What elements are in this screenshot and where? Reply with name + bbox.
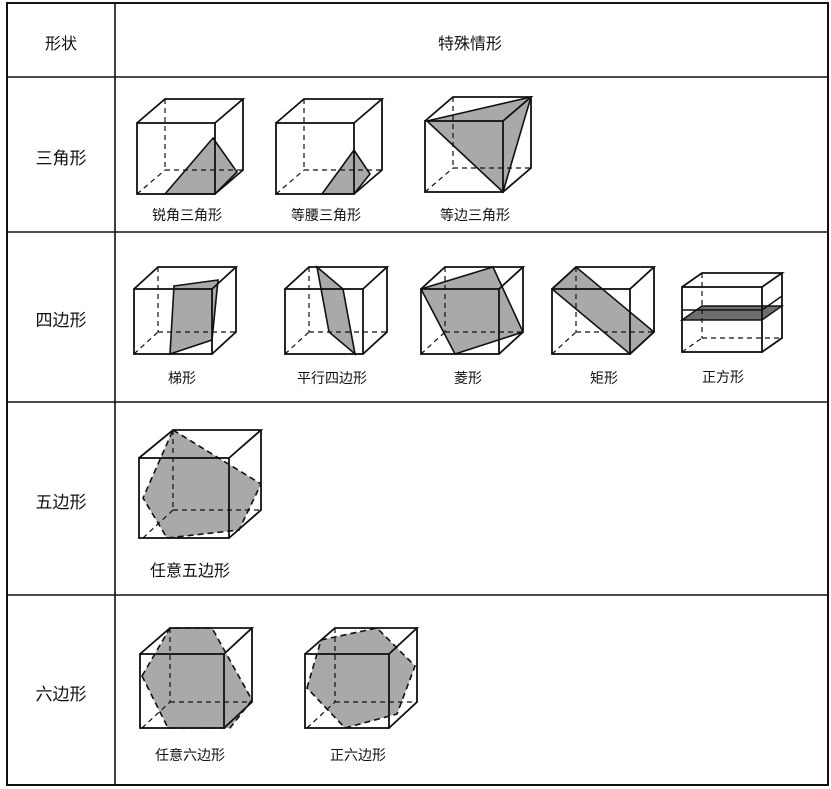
caption-rectangle: 矩形: [590, 371, 618, 387]
caption-rhombus: 菱形: [454, 371, 482, 387]
caption-isosceles-triangle: 等腰三角形: [291, 208, 361, 224]
cube-acute-triangle: [136, 98, 246, 195]
row-label-pentagon: 五边形: [35, 493, 87, 513]
caption-trapezoid: 梯形: [168, 371, 196, 387]
caption-acute-triangle: 锐角三角形: [152, 208, 222, 224]
row-label-triangle: 三角形: [35, 149, 87, 169]
row-label-hexagon: 六边形: [35, 685, 87, 705]
cube-regular-hexagon: [304, 627, 420, 729]
cube-arbitrary-hexagon: [139, 627, 255, 729]
cube-rectangle: [550, 265, 657, 356]
cube-isosceles-triangle: [275, 98, 385, 195]
caption-square: 正方形: [702, 370, 744, 386]
header-special-cases: 特殊情形: [437, 34, 503, 53]
header-shape: 形状: [44, 34, 78, 53]
cube-parallelogram: [284, 264, 390, 357]
cube-equilateral-triangle: [424, 95, 534, 194]
caption-parallelogram: 平行四边形: [297, 371, 367, 387]
cube-square: [679, 272, 785, 353]
caption-regular-hexagon: 正六边形: [330, 748, 386, 764]
caption-pentagon: 任意五边形: [149, 561, 231, 580]
caption-arbitrary-hexagon: 任意六边形: [155, 748, 225, 764]
row-label-quadrilateral: 四边形: [35, 311, 87, 331]
cube-rhombus: [419, 266, 526, 355]
caption-equilateral-triangle: 等边三角形: [440, 208, 510, 224]
cube-trapezoid: [133, 266, 239, 356]
cube-pentagon: [138, 428, 264, 539]
